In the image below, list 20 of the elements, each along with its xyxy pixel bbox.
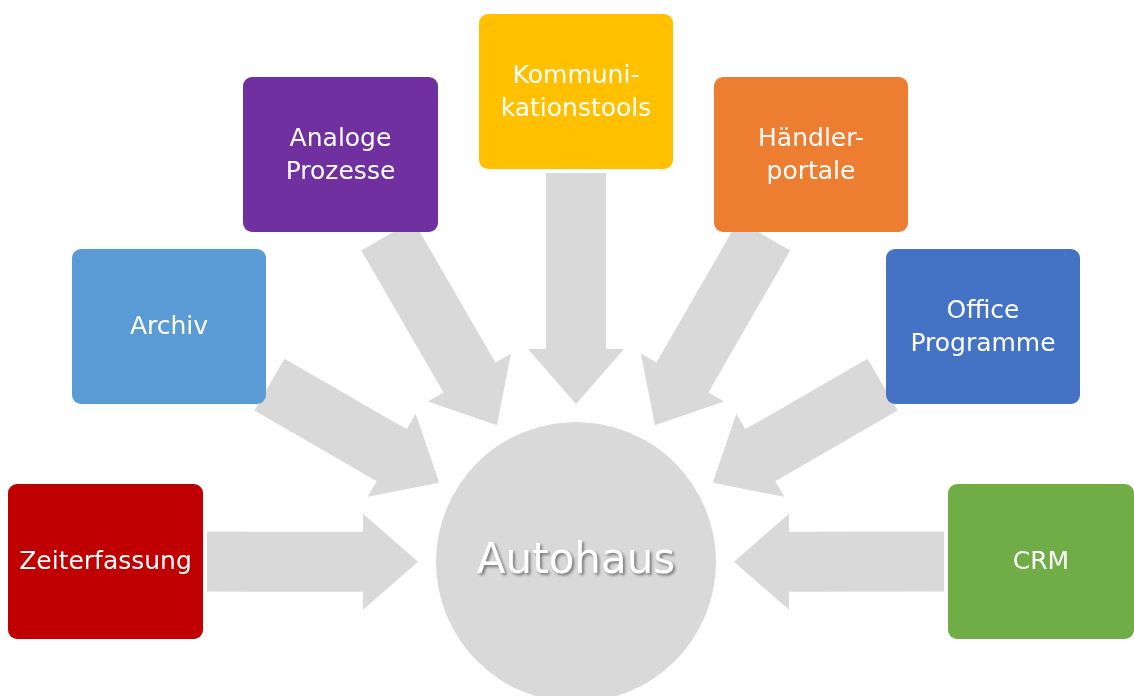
category-box [8,484,203,639]
block-arrow [712,358,898,497]
category-box [886,249,1080,404]
block-arrow [254,358,440,497]
block-arrow [528,173,624,404]
category-box [479,14,673,169]
category-box [243,77,438,232]
node-label: Autohaus [476,534,676,583]
node-label: Kommuni- kationstools [499,59,653,124]
category-box [714,77,908,232]
category-box [72,249,266,404]
node-label: Analoge Prozesse [284,122,397,187]
block-arrow [206,513,418,610]
node-label: CRM [1012,545,1070,578]
block-arrow [734,513,945,610]
node-label: Office Programme [909,294,1057,359]
category-box [948,484,1134,639]
node-label: Archiv [129,310,209,343]
node-label: Händler- portale [757,122,865,187]
node-label: Zeiterfassung [19,545,192,578]
